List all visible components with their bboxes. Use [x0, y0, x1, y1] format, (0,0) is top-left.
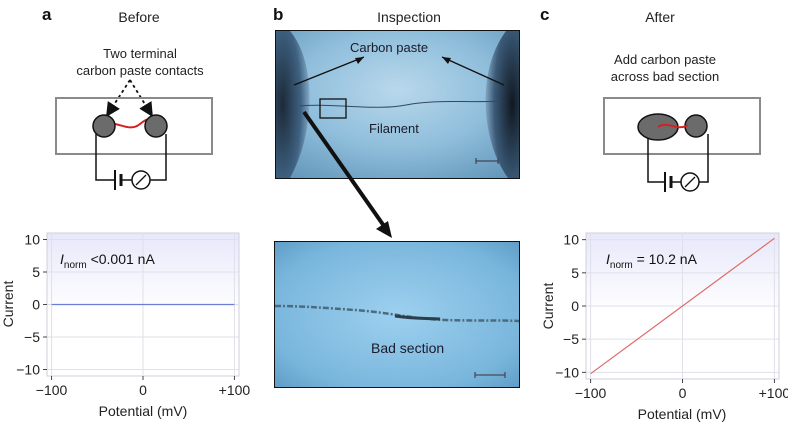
y-axis-label: Current [0, 281, 16, 328]
panel-c-note: Add carbon paste across bad section [580, 51, 750, 85]
y-axis-label: Current [540, 283, 556, 330]
ticks: −100 0 +100 10 5 0 −5 −10 [16, 232, 250, 399]
microscope-overview-image: Carbon paste Filament [275, 30, 520, 179]
substrate-frame [603, 97, 761, 155]
annotation: Inorm = 10.2 nA [606, 251, 698, 271]
series-line [590, 237, 775, 375]
y-tick-label: 0 [32, 297, 40, 313]
x-tick-label: +100 [219, 382, 251, 398]
circuit-wire-right [699, 134, 709, 183]
x-tick-label: 0 [679, 385, 687, 401]
annotation-symbol: I [60, 251, 64, 267]
y-tick-label: 5 [32, 264, 40, 280]
callout-line-right [441, 56, 505, 86]
annotation-subscript: norm [64, 260, 87, 271]
microscope-zoom-image: Bad section [274, 241, 520, 388]
panel-b-title: Inspection [377, 9, 441, 25]
annotation-value: <0.001 nA [87, 251, 156, 267]
filament-line [299, 100, 502, 108]
bad-section-label: Bad section [371, 340, 445, 356]
x-tick-label: −100 [36, 382, 68, 398]
annotation-subscript: norm [610, 260, 633, 271]
circuit-wire-right [150, 134, 167, 181]
annotation-value: = 10.2 nA [633, 251, 698, 267]
x-tick-label: 0 [139, 382, 147, 398]
y-tick-label: 10 [24, 232, 40, 248]
carbon-paste-contact-left [92, 114, 116, 138]
bad-section-mark [394, 314, 441, 321]
circuit-wire-left [647, 138, 665, 183]
zoom-region-box [319, 98, 347, 119]
panel-a-note-line1: Two terminal [103, 46, 177, 61]
panel-a-letter: a [42, 5, 52, 24]
zoom-image-drawing [275, 242, 519, 387]
filament-wire [657, 123, 689, 129]
annotation: Inorm <0.001 nA [60, 251, 155, 271]
y-tick-label: 5 [571, 265, 579, 281]
panel-c-schematic [603, 97, 761, 192]
circuit-wire-left [95, 134, 115, 181]
panel-a-title: Before [118, 9, 160, 25]
panel-c-letter: c [540, 5, 550, 24]
panel-a-iv-chart: −100 0 +100 10 5 0 −5 −10 Inorm <0.001 nA Poten… [0, 232, 250, 420]
x-tick-label: +100 [759, 385, 788, 401]
annotation-symbol: I [606, 251, 610, 267]
zoom-arrow [302, 110, 392, 238]
panel-c-iv-chart: −100 0 +100 10 5 0 −5 −10 Inorm = 10.2 nA Poten… [540, 232, 788, 422]
carbon-paste-blob-left [276, 31, 310, 178]
panel-b-letter: b [273, 5, 284, 24]
panel-c-note-line2: across bad section [610, 69, 720, 84]
carbon-paste-blob-right [485, 31, 519, 178]
substrate-frame [55, 97, 213, 155]
panel-c-title: After [645, 9, 675, 25]
callout-line-left [293, 56, 365, 86]
y-tick-label: 0 [571, 298, 579, 314]
y-tick-label: −10 [16, 362, 40, 378]
x-axis-label: Potential (mV) [638, 406, 727, 422]
y-tick-label: 10 [563, 232, 579, 248]
carbon-paste-contact-right [144, 114, 168, 138]
panel-a-schematic [55, 79, 213, 190]
ammeter-needle [135, 174, 147, 186]
ticks: −100 0 +100 10 5 0 −5 −10 [555, 232, 788, 401]
series-layer [590, 237, 775, 375]
y-tick-label: −5 [563, 331, 579, 347]
x-axis-label: Potential (mV) [99, 403, 188, 419]
y-tick-label: −5 [24, 329, 40, 345]
filament-label: Filament [369, 121, 419, 136]
overview-image-drawing [276, 31, 519, 178]
x-tick-label: −100 [575, 385, 607, 401]
panel-c-note-line1: Add carbon paste [614, 52, 716, 67]
ammeter-needle [684, 176, 696, 188]
y-tick-label: −10 [555, 364, 579, 380]
panel-a-note: Two terminal carbon paste contacts [50, 45, 230, 79]
carbon-paste-contact-right [684, 114, 708, 138]
carbon-paste-label: Carbon paste [350, 40, 429, 55]
panel-a-note-line2: carbon paste contacts [76, 63, 204, 78]
